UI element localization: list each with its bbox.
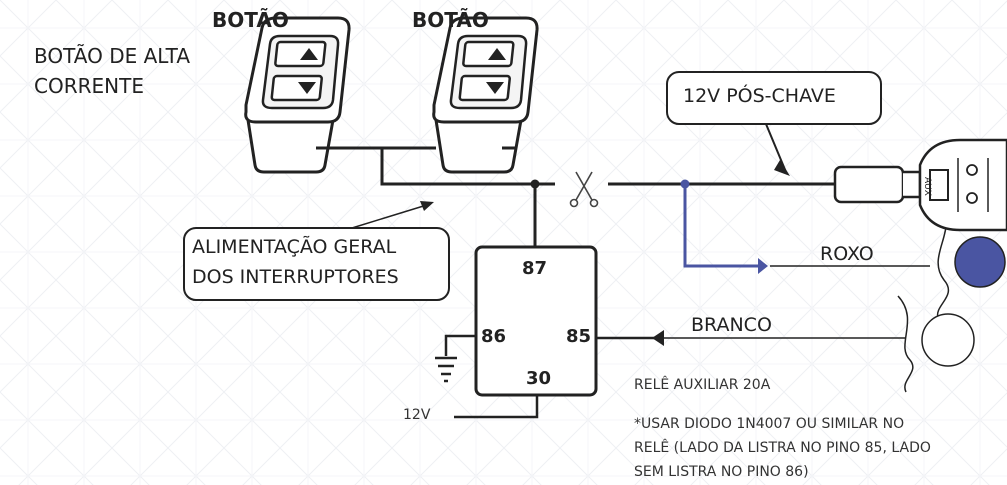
- callout-pointer: [765, 123, 787, 173]
- callout-pointer: [351, 203, 431, 229]
- wire-30-supply: [454, 395, 539, 419]
- ignition-callout-box: [666, 71, 882, 125]
- ignition-callout-text: 12V PÓS-CHAVE: [683, 85, 836, 107]
- arrow-icon: [758, 258, 768, 274]
- relay-pin-87: 87: [522, 258, 548, 279]
- white-wire-label: BRANCO: [691, 314, 772, 336]
- arrow-up-icon: [300, 48, 318, 60]
- high-current-label-line2: CORRENTE: [34, 74, 144, 98]
- relay-pin-30: 30: [526, 368, 552, 389]
- relay-caption: RELÊ AUXILIAR 20A: [634, 377, 771, 393]
- note-line3: SEM LISTRA NO PINO 86): [634, 464, 809, 480]
- relay-pin-85: 85: [566, 326, 592, 347]
- note-line1: *USAR DIODO 1N4007 OU SIMILAR NO: [634, 416, 905, 432]
- arrow-down-icon: [486, 82, 504, 94]
- aux-connector: [833, 138, 1007, 232]
- aux-connector-label: AUX: [922, 177, 932, 196]
- high-current-label-line1: BOTÃO DE ALTA: [34, 44, 191, 68]
- supply-callout-line1: ALIMENTAÇÃO GERAL: [192, 236, 397, 258]
- note-line2: RELÊ (LADO DA LISTRA NO PINO 85, LADO: [634, 440, 931, 456]
- wire-86-ground: [444, 334, 476, 356]
- arrow-icon: [774, 160, 790, 176]
- switch-right-label: BOTÃO: [412, 8, 489, 32]
- white-wire-swatch: [921, 313, 975, 367]
- wire-break-squiggle: [897, 295, 914, 393]
- switch-left-label: BOTÃO: [212, 8, 289, 32]
- switch-right: [432, 16, 539, 174]
- supply-callout-line2: DOS INTERRUPTORES: [192, 266, 399, 288]
- purple-wire-label: ROXO: [820, 243, 874, 265]
- relay-pin-86: 86: [481, 326, 507, 347]
- arrow-down-icon: [298, 82, 316, 94]
- purple-wire-swatch: [954, 236, 1006, 288]
- arrow-icon: [652, 330, 664, 346]
- arrow-up-icon: [488, 48, 506, 60]
- scissors-icon: [569, 171, 599, 208]
- arrow-icon: [420, 201, 434, 211]
- supply-12v-label: 12V: [403, 407, 431, 423]
- ground-icon: [435, 356, 457, 383]
- switch-left: [244, 16, 351, 174]
- purple-wire: [683, 184, 760, 268]
- switch-feed-wires: [316, 146, 555, 186]
- supply-callout-box: [183, 227, 450, 301]
